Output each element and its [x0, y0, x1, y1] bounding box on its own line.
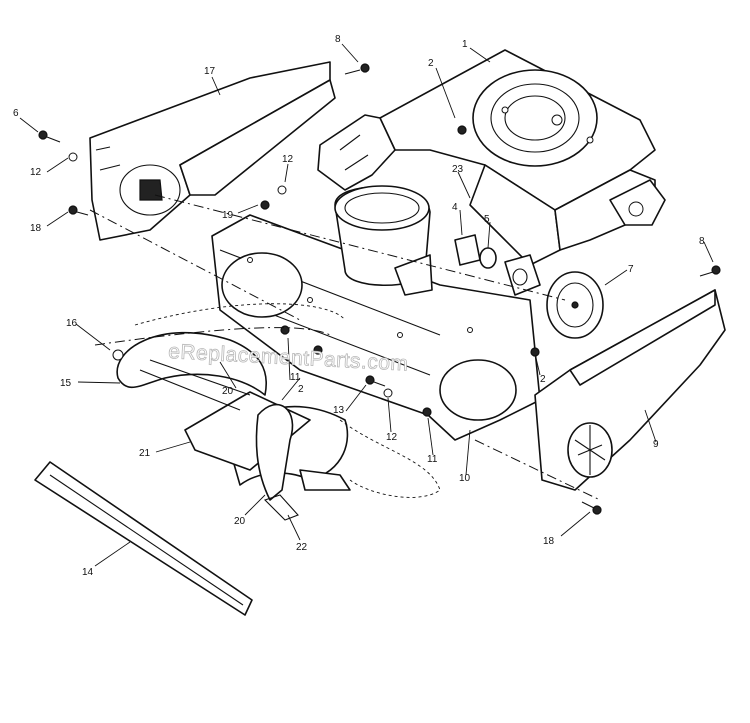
- part-right-side-cover: [534, 289, 726, 491]
- callout-12: 12: [386, 432, 398, 443]
- callout-19: 19: [222, 210, 234, 221]
- callout-20: 20: [234, 516, 246, 527]
- part-bearing-assembly: [454, 234, 541, 296]
- hardware-fasteners: [38, 63, 721, 515]
- part-auger-assembly: [116, 331, 351, 521]
- callout-13: 13: [333, 405, 345, 416]
- callout-10: 10: [459, 473, 471, 484]
- callout-7: 7: [628, 264, 634, 275]
- callout-17: 17: [204, 66, 216, 77]
- callout-numbers: 1 2 2 2 4 5 6 7 8 8 9 10 11 11 12 12 12 …: [13, 34, 705, 578]
- part-auger-housing: [211, 185, 541, 441]
- callout-4: 4: [452, 202, 458, 213]
- part-pulley: [546, 271, 604, 339]
- callout-8: 8: [699, 236, 705, 247]
- callout-5: 5: [484, 214, 490, 225]
- callout-1: 1: [462, 39, 468, 50]
- callout-11: 11: [427, 454, 438, 465]
- callout-2: 2: [540, 374, 546, 385]
- callout-15: 15: [60, 378, 72, 389]
- callout-18: 18: [543, 536, 555, 547]
- assembly-reference-lines: [89, 194, 601, 501]
- callout-6: 6: [13, 108, 19, 119]
- callout-21: 21: [139, 448, 151, 459]
- callout-14: 14: [82, 567, 94, 578]
- callout-12: 12: [282, 154, 294, 165]
- callout-16: 16: [66, 318, 78, 329]
- callout-23: 23: [452, 164, 464, 175]
- callout-11: 11: [290, 372, 301, 383]
- callout-leaders: [19, 43, 714, 567]
- callout-20: 20: [222, 386, 234, 397]
- callout-18: 18: [30, 223, 42, 234]
- part-left-side-cover: [89, 61, 336, 241]
- part-upper-frame: [317, 49, 666, 266]
- callout-9: 9: [653, 439, 659, 450]
- callout-2: 2: [298, 384, 304, 395]
- callout-8: 8: [335, 34, 341, 45]
- callout-2: 2: [428, 58, 434, 69]
- callout-22: 22: [296, 542, 308, 553]
- callout-12: 12: [30, 167, 42, 178]
- part-scraper-bar: [34, 461, 253, 616]
